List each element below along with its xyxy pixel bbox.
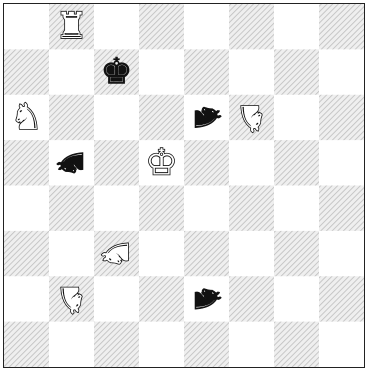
- black-knight-b5-icon[interactable]: ♞: [51, 147, 92, 179]
- square-c8[interactable]: [94, 4, 140, 50]
- square-a5[interactable]: [4, 140, 50, 186]
- white-king-d5-icon[interactable]: ♚: [145, 142, 177, 183]
- square-e4[interactable]: [184, 186, 230, 232]
- square-h3[interactable]: [319, 231, 364, 277]
- white-knight-c3-icon[interactable]: ♞: [96, 237, 137, 269]
- square-f4[interactable]: [229, 186, 275, 232]
- square-b7[interactable]: [49, 49, 95, 95]
- square-d3[interactable]: [139, 231, 185, 277]
- square-g6[interactable]: [274, 95, 320, 141]
- square-a8[interactable]: [4, 4, 50, 50]
- black-knight-e6-icon[interactable]: ♞: [186, 101, 227, 133]
- square-g3[interactable]: [274, 231, 320, 277]
- square-a7[interactable]: [4, 49, 50, 95]
- square-e7[interactable]: [184, 49, 230, 95]
- square-h8[interactable]: [319, 4, 364, 50]
- square-g7[interactable]: [274, 49, 320, 95]
- square-c2[interactable]: [94, 276, 140, 322]
- square-a4[interactable]: [4, 186, 50, 232]
- king-glyph: ♚: [145, 142, 177, 183]
- square-a1[interactable]: [4, 322, 50, 367]
- square-h1[interactable]: [319, 322, 364, 367]
- square-g2[interactable]: [274, 276, 320, 322]
- square-a3[interactable]: [4, 231, 50, 277]
- square-c1[interactable]: [94, 322, 140, 367]
- square-b1[interactable]: [49, 322, 95, 367]
- knight-glyph: ♞: [55, 278, 87, 319]
- square-d8[interactable]: [139, 4, 185, 50]
- square-f8[interactable]: [229, 4, 275, 50]
- square-d4[interactable]: [139, 186, 185, 232]
- square-g8[interactable]: [274, 4, 320, 50]
- knight-glyph: ♞: [51, 147, 92, 179]
- square-f1[interactable]: [229, 322, 275, 367]
- king-glyph: ♚: [100, 52, 132, 93]
- square-h4[interactable]: [319, 186, 364, 232]
- square-g1[interactable]: [274, 322, 320, 367]
- square-c5[interactable]: [94, 140, 140, 186]
- square-d7[interactable]: [139, 49, 185, 95]
- square-e1[interactable]: [184, 322, 230, 367]
- white-knight-b2-icon[interactable]: ♞: [55, 278, 87, 319]
- white-rook-b8-icon[interactable]: ♜: [55, 6, 87, 47]
- white-knight-a6-icon[interactable]: ♞: [10, 97, 42, 138]
- square-b4[interactable]: [49, 186, 95, 232]
- square-f5[interactable]: [229, 140, 275, 186]
- square-c4[interactable]: [94, 186, 140, 232]
- square-f2[interactable]: [229, 276, 275, 322]
- knight-glyph: ♞: [96, 237, 137, 269]
- square-d1[interactable]: [139, 322, 185, 367]
- rook-glyph: ♜: [55, 6, 87, 47]
- square-b3[interactable]: [49, 231, 95, 277]
- knight-glyph: ♞: [186, 101, 227, 133]
- square-h6[interactable]: [319, 95, 364, 141]
- chess-board[interactable]: ♜♚♞♞♞♞♚♞♞♞: [4, 4, 364, 367]
- square-g5[interactable]: [274, 140, 320, 186]
- black-king-c7-icon[interactable]: ♚: [100, 52, 132, 93]
- chess-board-frame: ♜♚♞♞♞♞♚♞♞♞: [3, 3, 365, 368]
- knight-glyph: ♞: [235, 97, 267, 138]
- square-c6[interactable]: [94, 95, 140, 141]
- square-g4[interactable]: [274, 186, 320, 232]
- square-h5[interactable]: [319, 140, 364, 186]
- square-d2[interactable]: [139, 276, 185, 322]
- square-e8[interactable]: [184, 4, 230, 50]
- black-knight-e2-icon[interactable]: ♞: [186, 283, 227, 315]
- square-f7[interactable]: [229, 49, 275, 95]
- square-b6[interactable]: [49, 95, 95, 141]
- square-a2[interactable]: [4, 276, 50, 322]
- knight-glyph: ♞: [186, 283, 227, 315]
- square-e5[interactable]: [184, 140, 230, 186]
- square-d6[interactable]: [139, 95, 185, 141]
- knight-glyph: ♞: [10, 97, 42, 138]
- square-e3[interactable]: [184, 231, 230, 277]
- square-h2[interactable]: [319, 276, 364, 322]
- square-f3[interactable]: [229, 231, 275, 277]
- square-h7[interactable]: [319, 49, 364, 95]
- white-knight-f6-icon[interactable]: ♞: [235, 97, 267, 138]
